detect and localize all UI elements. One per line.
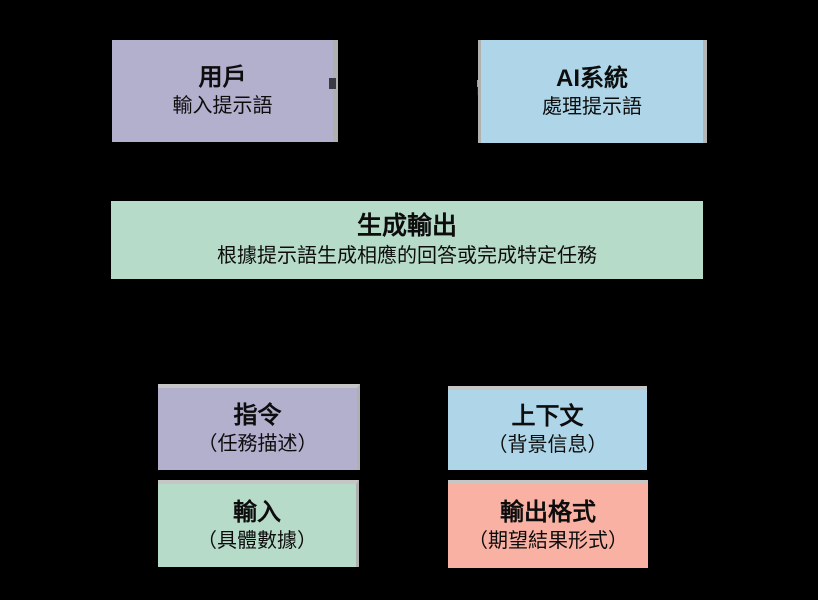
component-box-context-title: 上下文 [511, 403, 584, 430]
ai-system-box-subtitle: 處理提示語 [542, 95, 642, 118]
component-box-context: 上下文 （背景信息） [448, 386, 647, 470]
ai-system-box: AI系統 處理提示語 [478, 40, 707, 143]
component-box-instruction-subtitle: （任務描述） [197, 433, 318, 455]
user-box-subtitle: 輸入提示語 [172, 95, 273, 117]
generate-output-box-title: 生成輸出 [356, 212, 457, 241]
component-box-output-format-title: 輸出格式 [500, 499, 596, 526]
arrow-remnant [329, 78, 336, 89]
component-box-input-title: 輸入 [233, 498, 281, 526]
component-box-instruction: 指令 （任務描述） [158, 384, 360, 470]
component-box-input-subtitle: （具體數據） [197, 529, 317, 552]
user-box: 用戶 輸入提示語 [112, 40, 338, 142]
ai-system-box-title: AI系統 [556, 64, 628, 92]
component-box-output-format-subtitle: （期望結果形式） [468, 530, 628, 552]
generate-output-box-subtitle: 根據提示語生成相應的回答或完成特定任務 [217, 244, 597, 267]
component-box-output-format: 輸出格式 （期望結果形式） [448, 480, 648, 568]
user-box-title: 用戶 [198, 64, 247, 91]
component-box-context-subtitle: （背景信息） [487, 434, 608, 456]
component-box-input: 輸入 （具體數據） [158, 480, 359, 567]
component-box-instruction-title: 指令 [233, 402, 282, 429]
generate-output-box: 生成輸出 根據提示語生成相應的回答或完成特定任務 [111, 201, 703, 279]
